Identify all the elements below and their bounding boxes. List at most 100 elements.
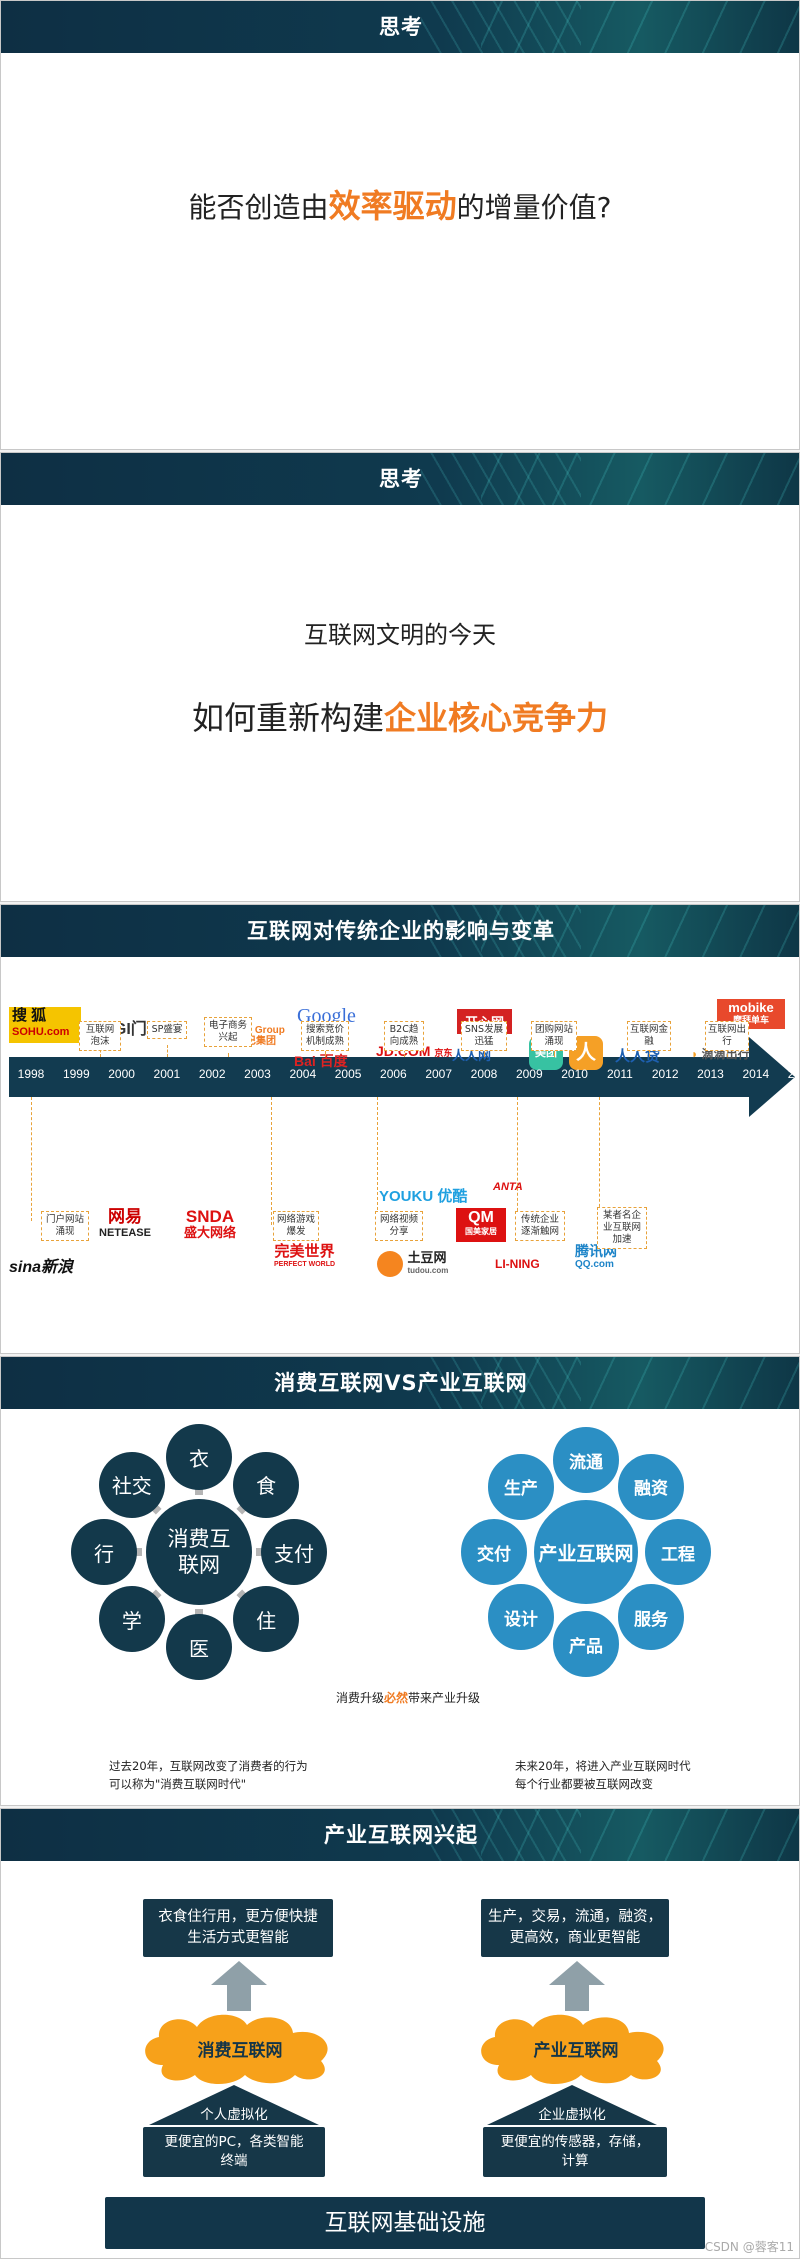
left-arrow-label: 个人虚拟化: [149, 2103, 319, 2123]
right-bottom-line-2: 计算: [489, 2152, 661, 2171]
note-right: 未来20年，将进入产业互联网时代 每个行业都要被互联网改变: [515, 1757, 691, 1793]
right-bottom-line-1: 更便宜的传感器，存储，: [489, 2133, 661, 2152]
consumer-item: 支付: [261, 1519, 327, 1585]
industry-item: 交付: [458, 1516, 530, 1588]
slide-consumer-vs-industry: 消费互联网VS产业互联网 消费互联网 产业互联网 消费升级必然带来产业升级 过去…: [0, 1356, 800, 1806]
left-up-arrow-top: [209, 1961, 269, 2011]
consumer-item: 学: [99, 1586, 165, 1652]
right-cloud-label: 产业互联网: [471, 2011, 681, 2085]
consumer-item: 食: [233, 1452, 299, 1518]
qm-en: QM: [456, 1211, 506, 1225]
year-label: 2007: [417, 1067, 461, 1081]
slide-header: 思考: [1, 1, 800, 53]
netease-en: NETEASE: [99, 1225, 151, 1241]
event-bottom: 传统企业逐渐触网: [515, 1211, 565, 1241]
netease-logo: 网易 NETEASE: [99, 1209, 151, 1241]
qm-logo: QM 国美家居: [456, 1208, 506, 1242]
event-top: 互联网出行: [705, 1021, 749, 1051]
event-top: 电子商务兴起: [204, 1017, 252, 1047]
mid-pre: 消费升级: [336, 1691, 384, 1705]
connector-line: [554, 1051, 555, 1057]
event-bottom: 网络游戏爆发: [273, 1211, 319, 1241]
consumer-item: 社交: [99, 1452, 165, 1518]
industry-center: 产业互联网: [531, 1497, 641, 1607]
year-label: 2014: [734, 1067, 778, 1081]
event-bottom: 网络视频分享: [375, 1211, 423, 1241]
industry-item: 设计: [485, 1581, 557, 1653]
event-top: SP盛宴: [147, 1021, 187, 1039]
note-left-2: 可以称为"消费互联网时代": [109, 1775, 308, 1793]
sina-logo: sina新浪: [9, 1253, 73, 1277]
year-label: 2002: [190, 1067, 234, 1081]
consumer-item: 医: [166, 1614, 232, 1680]
mobike-en: mobike: [717, 1001, 785, 1014]
year-label: 2005: [326, 1067, 370, 1081]
year-label: 2006: [371, 1067, 415, 1081]
industry-item: 工程: [642, 1516, 714, 1588]
question-pre: 如何重新构建: [192, 699, 384, 737]
event-top: SNS发展迅猛: [461, 1021, 507, 1051]
slide-header: 思考: [1, 453, 800, 505]
consumer-item: 行: [71, 1519, 137, 1585]
left-bottom-box: 更便宜的PC，各类智能 终端: [143, 2127, 325, 2177]
question-line: 如何重新构建企业核心竞争力: [1, 693, 799, 739]
question-highlight: 效率驱动: [329, 187, 457, 225]
connector-line: [484, 1051, 485, 1057]
left-top-line-1: 衣食住行用，更方便快捷: [149, 1907, 327, 1928]
event-bottom: 某者名企业互联网加速: [597, 1207, 647, 1249]
mid-caption: 消费升级必然带来产业升级: [336, 1689, 480, 1707]
connector-line: [167, 1045, 168, 1057]
snda-cn: 盛大网络: [184, 1225, 236, 1241]
note-right-2: 每个行业都要被互联网改变: [515, 1775, 691, 1793]
sohu-en: SOHU.com: [12, 1024, 78, 1040]
event-top: 搜索竞价机制成熟: [301, 1021, 349, 1051]
wanmei-en: PERFECT WORLD: [274, 1258, 335, 1271]
jd-cn: 京东: [434, 1048, 452, 1058]
watermark: CSDN @蓉客11: [705, 2238, 794, 2255]
mid-post: 带来产业升级: [408, 1691, 480, 1705]
slide-title: 互联网对传统企业的影响与变革: [1, 905, 800, 957]
year-label: 2001: [145, 1067, 189, 1081]
question-post: 的增量价值?: [457, 191, 612, 224]
snda-en: SNDA: [184, 1209, 236, 1225]
event-bottom: 门户网站涌现: [41, 1211, 89, 1241]
infrastructure-bar: 互联网基础设施: [105, 2197, 705, 2249]
wanmei-cn: 完美世界: [274, 1245, 335, 1258]
consumer-item: 住: [233, 1586, 299, 1652]
qm-cn: 国美家居: [456, 1225, 506, 1239]
snda-logo: SNDA 盛大网络: [184, 1209, 236, 1241]
mid-highlight: 必然: [384, 1691, 408, 1705]
note-right-1: 未来20年，将进入产业互联网时代: [515, 1757, 691, 1775]
slide-industry-rise: 产业互联网兴起 衣食住行用，更方便快捷 生活方式更智能 消费互联网 个人虚拟化 …: [0, 1808, 800, 2259]
netease-cn: 网易: [99, 1209, 151, 1225]
sohu-logo: 搜 狐 SOHU.com: [9, 1007, 81, 1043]
qq-en: QQ.com: [575, 1258, 617, 1271]
year-label: 2000: [100, 1067, 144, 1081]
consumer-item: 衣: [166, 1424, 232, 1490]
right-top-line-1: 生产，交易，流通，融资，: [487, 1907, 663, 1928]
note-left-1: 过去20年，互联网改变了消费者的行为: [109, 1757, 308, 1775]
event-top: 互联网金融: [627, 1021, 671, 1051]
slide-title: 产业互联网兴起: [1, 1809, 800, 1861]
year-label: 2012: [643, 1067, 687, 1081]
left-top-line-2: 生活方式更智能: [149, 1928, 327, 1949]
left-bottom-line-1: 更便宜的PC，各类智能: [149, 2133, 319, 2152]
event-top: 团购网站涌现: [531, 1021, 577, 1051]
connector-line: [228, 1053, 229, 1057]
right-top-line-2: 更高效，商业更智能: [487, 1928, 663, 1949]
sohu-cn: 搜 狐: [12, 1008, 78, 1024]
right-up-arrow-top: [547, 1961, 607, 2011]
slide-think-1: 思考 能否创造由效率驱动的增量价值?: [0, 0, 800, 450]
slide-title: 思考: [1, 1, 800, 53]
industry-item: 生产: [485, 1451, 557, 1523]
question-text: 能否创造由效率驱动的增量价值?: [1, 181, 799, 227]
industry-item: 融资: [615, 1451, 687, 1523]
tudou-en: tudou.com: [407, 1264, 448, 1277]
note-left: 过去20年，互联网改变了消费者的行为 可以称为"消费互联网时代": [109, 1757, 308, 1793]
year-label: 2015: [779, 1067, 800, 1081]
wanmei-logo: 完美世界 PERFECT WORLD: [274, 1245, 335, 1271]
event-top: 互联网泡沫: [79, 1021, 121, 1051]
slide-header: 产业互联网兴起: [1, 1809, 800, 1861]
year-label: 2004: [281, 1067, 325, 1081]
industry-item: 服务: [615, 1581, 687, 1653]
